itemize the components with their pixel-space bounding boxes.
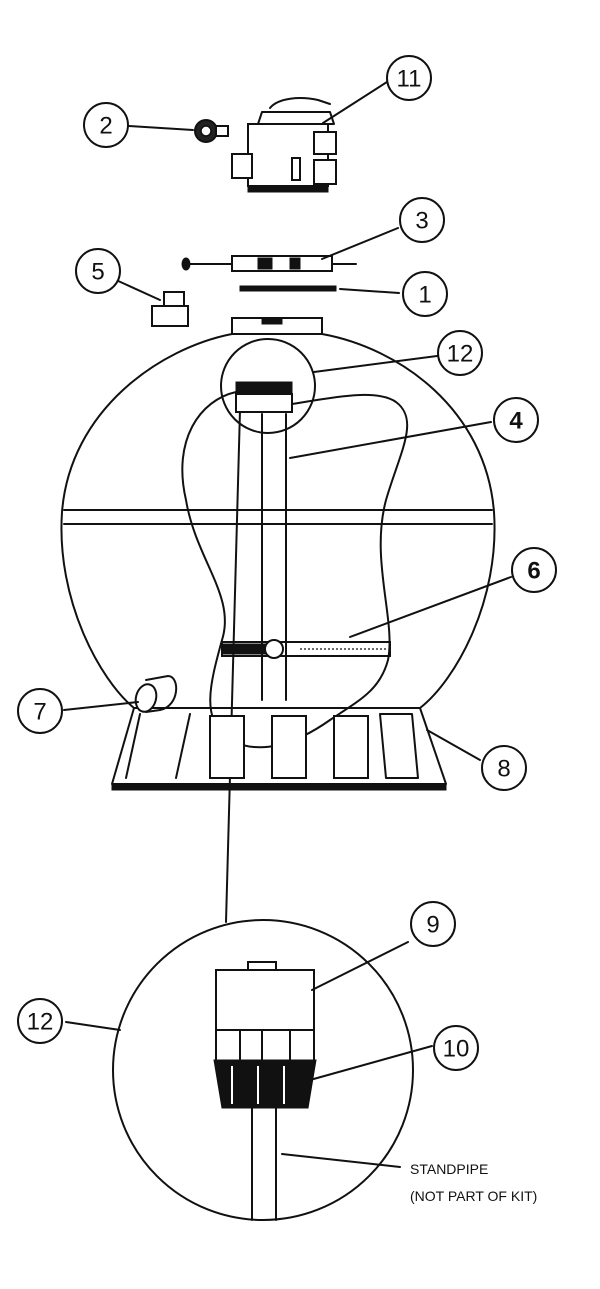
standpipe — [251, 1107, 277, 1221]
standpipe-note-line2: (NOT PART OF KIT) — [410, 1188, 537, 1204]
callout-6: 6 — [511, 547, 557, 593]
standpipe-note-line1: STANDPIPE — [410, 1161, 488, 1177]
callout-12-bottom: 12 — [17, 998, 63, 1044]
callout-7: 7 — [17, 688, 63, 734]
callout-1: 1 — [402, 271, 448, 317]
callout-2: 2 — [83, 102, 129, 148]
callout-4-label: 4 — [509, 408, 523, 435]
callout-2-label: 2 — [99, 113, 112, 140]
callout-9: 9 — [410, 901, 456, 947]
callout-1-label: 1 — [418, 282, 431, 309]
callout-4: 4 — [493, 397, 539, 443]
lateral-assembly — [221, 639, 391, 659]
callout-3-label: 3 — [415, 208, 428, 235]
multiport-valve — [231, 97, 337, 193]
callout-5: 5 — [75, 248, 121, 294]
callout-12-top-label: 12 — [447, 341, 474, 368]
drain-cap — [151, 291, 189, 327]
callout-8: 8 — [481, 745, 527, 791]
callout-11-label: 11 — [397, 66, 422, 93]
callout-8-label: 8 — [497, 756, 510, 783]
callout-12-bottom-label: 12 — [27, 1009, 54, 1036]
callout-12-top: 12 — [437, 330, 483, 376]
callout-5-label: 5 — [91, 259, 104, 286]
sand-outline — [181, 391, 409, 749]
callout-10-label: 10 — [443, 1036, 470, 1063]
callout-3: 3 — [399, 197, 445, 243]
o-ring — [239, 285, 337, 292]
pressure-gauge — [194, 119, 229, 143]
leader-lines — [63, 79, 512, 1168]
tank-base — [111, 707, 447, 791]
lateral-hub-detail — [213, 961, 317, 1109]
callout-11: 11 — [386, 55, 432, 101]
callout-10: 10 — [433, 1025, 479, 1071]
clamp-assembly — [181, 255, 357, 272]
callout-6-label: 6 — [527, 558, 540, 585]
center-pipe — [225, 381, 293, 923]
drain-assembly — [134, 675, 178, 713]
callout-7-label: 7 — [33, 699, 46, 726]
callout-9-label: 9 — [426, 912, 439, 939]
detail-circle-bottom — [112, 919, 414, 1221]
filter-tank — [60, 317, 496, 709]
detail-circle-top — [220, 338, 316, 434]
